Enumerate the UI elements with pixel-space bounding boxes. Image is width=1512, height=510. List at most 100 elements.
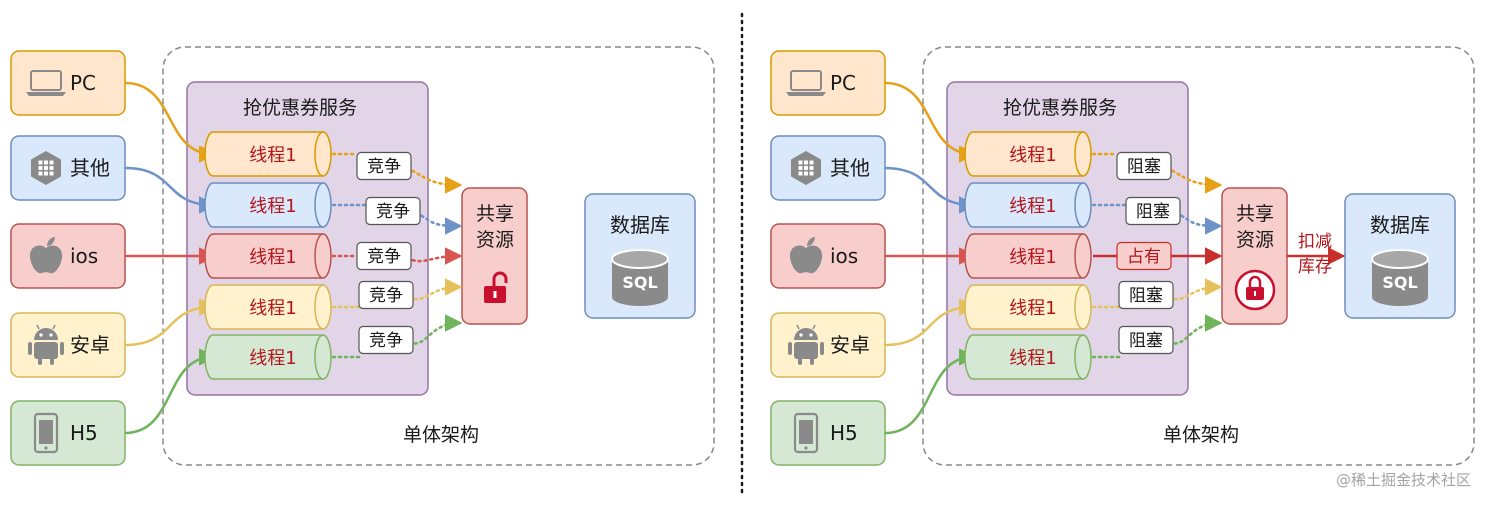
db-cylinder-top [611,249,669,269]
apple-icon [29,237,63,274]
shared-resource-label: 资源 [476,229,514,251]
database-icon: SQL [1371,249,1429,306]
thread-label: 线程1 [1009,196,1056,217]
android-body [794,342,818,359]
android-leg [810,357,814,365]
android-body [34,342,58,359]
tag-box [1125,196,1181,226]
thread-label: 线程1 [1009,348,1056,369]
lock-icon [484,271,508,303]
contention-arrow [331,152,459,185]
apple-body [29,245,63,274]
contention-arrow [331,203,459,226]
android-leg [50,357,54,365]
android-head [794,328,818,340]
android-antenna [36,324,40,330]
tag-box [1118,325,1174,355]
deduct-stock-label: 库存 [1298,257,1332,277]
grid-cell [44,160,48,165]
laptop-icon [26,70,66,96]
tag-box [1116,151,1172,181]
android-eye [809,333,813,337]
client-connector [124,298,217,347]
android-antenna [812,324,816,330]
grid-cell [809,160,814,165]
apple-icon [789,237,823,274]
grid-cell [44,171,48,176]
phone-screen [39,420,53,444]
thread-cylinder-end [314,182,324,228]
architecture-label: 单体架构 [403,424,479,446]
grid-cell [49,166,54,170]
lock-shackle [1248,275,1262,287]
contention-arrow [1091,152,1219,185]
thread-label: 线程1 [249,196,296,217]
android-eye [799,333,803,337]
client-label: 其他 [830,156,870,180]
hexagon-grid-icon [31,151,61,185]
shared-resource-label: 资源 [1236,229,1274,251]
client-connector [884,348,977,435]
watermark: @稀土掘金技术社区 [1336,471,1471,489]
tag-box [356,241,412,271]
thread-label: 线程1 [249,247,296,268]
android-eye [39,333,43,337]
android-arm [60,342,64,355]
client-box [10,400,126,466]
phone-button [44,446,48,450]
android-icon [788,324,824,365]
client-label: ios [830,244,858,268]
tag-box [365,196,421,226]
tag-label: 阻塞 [1127,157,1161,177]
grid-cell [44,166,48,170]
tag-label: 竞争 [367,157,401,177]
contention-arrow [1091,287,1219,309]
client-connector [124,81,217,163]
contention-arrow [331,287,459,309]
grid-cell [804,160,808,165]
phone-screen [799,420,813,444]
thread-cylinder-end [1074,233,1084,279]
database-label: 数据库 [610,213,670,237]
client-label: 安卓 [830,333,870,357]
client-connector [124,348,217,435]
db-cylinder-top [1371,249,1429,269]
lock-icon [1234,269,1276,311]
laptop-base [786,92,826,96]
android-eye [49,333,53,337]
laptop-icon [786,70,826,96]
database-icon: SQL [611,249,669,306]
grid-cell [49,160,54,165]
contention-arrow [331,256,459,261]
coupon-service-title: 抢优惠券服务 [1003,97,1117,119]
phone-icon [793,412,819,454]
tag-box [1116,241,1172,271]
thread-label: 线程1 [249,348,296,369]
sql-label: SQL [622,273,657,292]
shared-resource-label: 共享 [1236,203,1274,225]
thread-cylinder-end [314,131,324,177]
thread-label: 线程1 [1009,298,1056,319]
tag-label: 竞争 [369,331,403,351]
client-connector [884,166,977,214]
client-label: 其他 [70,156,110,180]
thread-label: 线程1 [1009,145,1056,166]
db-cylinder-body [1372,259,1428,306]
phone-button [804,446,808,450]
client-box [770,223,886,289]
lock-keyhole [1254,291,1256,296]
coupon-service-title: 抢优惠券服务 [243,97,357,119]
android-head [34,328,58,340]
contention-arrow [1091,323,1219,359]
thread-cylinder-end [314,233,324,279]
grid-cell [798,166,803,170]
tag-label: 竞争 [376,202,410,222]
thread-cylinder-end [1074,334,1084,380]
android-arm [28,342,32,355]
sql-label: SQL [1382,273,1417,292]
client-label: H5 [70,421,98,445]
android-arm [820,342,824,355]
grid-cell [809,166,814,170]
